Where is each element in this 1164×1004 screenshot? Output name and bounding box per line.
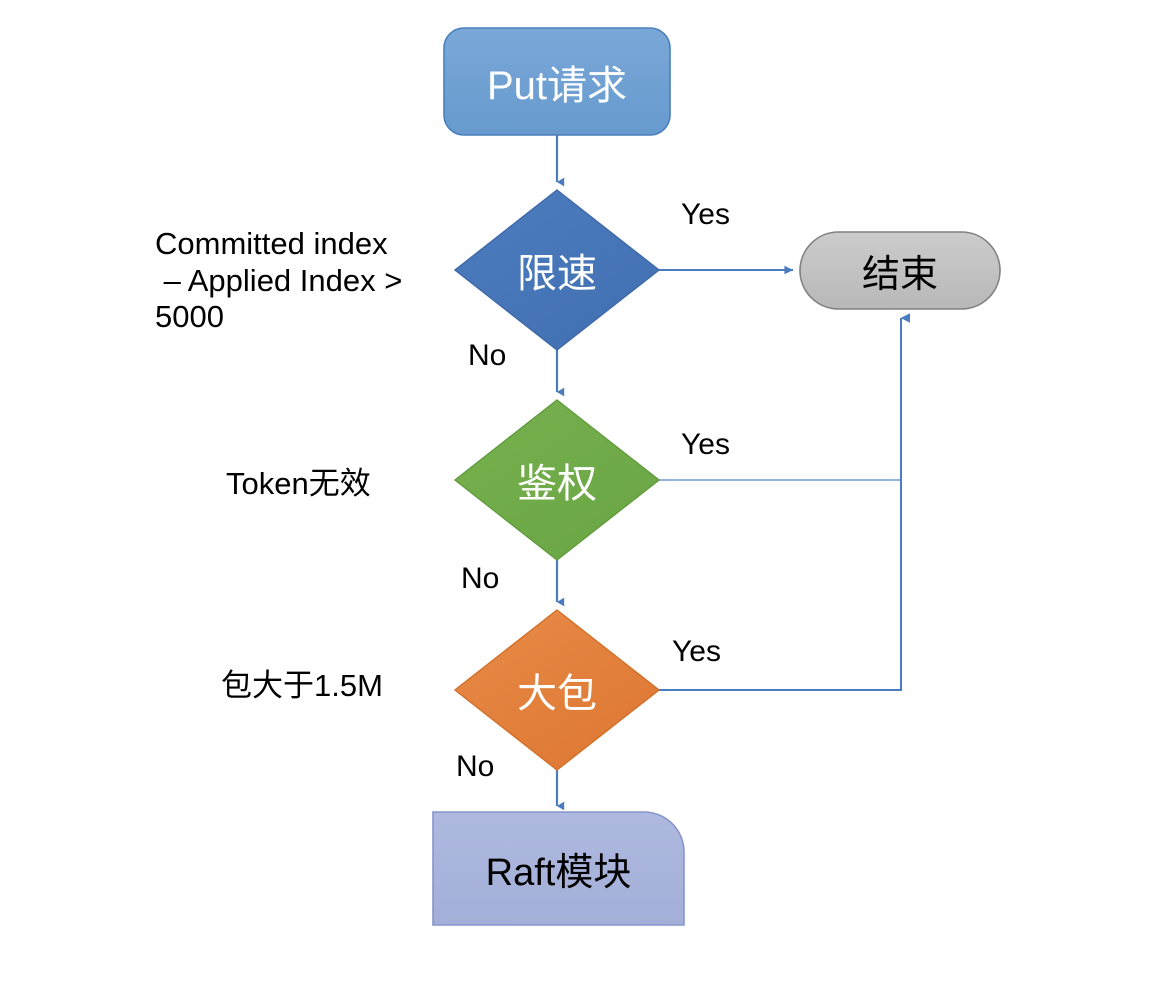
edge-label-big-packet-yes: Yes — [672, 635, 721, 668]
node-shape-group — [432, 27, 1001, 926]
raft-module-label: Raft模块 — [485, 852, 632, 894]
put-request-label: Put请求 — [486, 63, 628, 108]
edge-label-rate-limit-no: No — [468, 339, 507, 372]
rate-limit-decision-shape[interactable] — [453, 189, 661, 351]
edge-label-big-packet-no: No — [456, 750, 495, 783]
end-node-label: 结束 — [861, 254, 938, 296]
auth-decision-shape[interactable] — [453, 399, 661, 561]
auth-condition-annotation: Token无效 — [226, 466, 371, 501]
auth-decision-label: 鉴权 — [517, 462, 597, 506]
big-packet-decision-shape[interactable] — [453, 609, 661, 771]
edge-label-rate-limit-yes: Yes — [681, 198, 730, 231]
connector-group — [555, 134, 910, 811]
rate-limit-condition-annotation: Committed index – Applied Index > 5000 — [155, 226, 403, 335]
put-request-shape[interactable] — [443, 27, 671, 136]
edge-label-auth-yes: Yes — [681, 428, 730, 461]
big-packet-condition-annotation: 包大于1.5M — [221, 668, 383, 703]
edge-label-auth-no: No — [461, 562, 500, 595]
rate-limit-decision-label: 限速 — [517, 252, 597, 296]
end-node-shape[interactable] — [799, 231, 1001, 310]
big-packet-decision-label: 大包 — [517, 672, 597, 716]
raft-module-shape[interactable] — [432, 811, 685, 926]
